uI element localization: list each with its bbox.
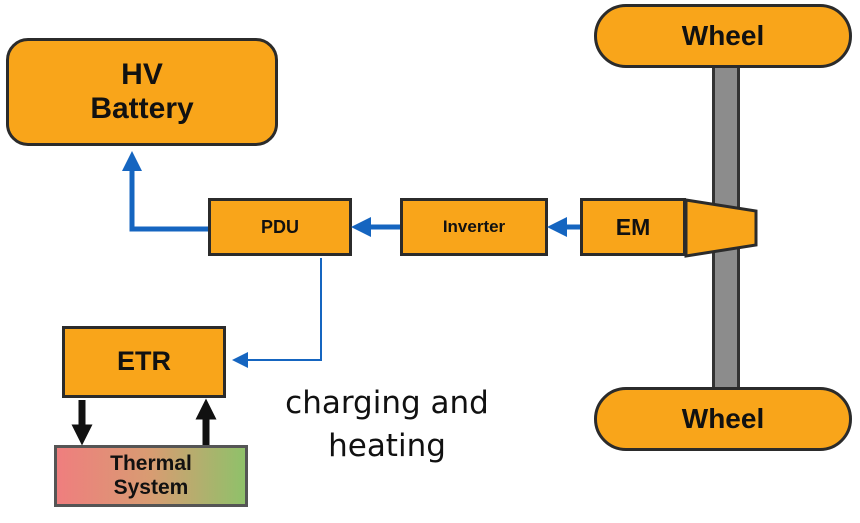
arrow-pdu-to-etr bbox=[232, 258, 322, 368]
caption-line1: charging and bbox=[285, 385, 489, 421]
em-shaft-coupling bbox=[684, 198, 758, 258]
inverter-block: Inverter bbox=[400, 198, 548, 256]
wheel-bottom-label: Wheel bbox=[681, 402, 765, 434]
wheel-bottom: Wheel bbox=[594, 387, 852, 451]
hv-battery-label-line1: HV bbox=[121, 57, 163, 91]
etr-block: ETR bbox=[62, 326, 226, 398]
caption-line2: heating bbox=[328, 427, 446, 464]
thermal-system-label-line1: Thermal bbox=[110, 451, 192, 475]
thermal-system-label-line2: System bbox=[113, 476, 189, 499]
hv-battery-block: HV Battery bbox=[6, 38, 278, 146]
wheel-top-label: Wheel bbox=[681, 19, 765, 51]
etr-label: ETR bbox=[117, 346, 171, 377]
inverter-label: Inverter bbox=[442, 217, 506, 237]
thermal-system-block: Thermal System bbox=[54, 445, 248, 507]
wheel-top: Wheel bbox=[594, 4, 852, 68]
charging-heating-caption: charging and heating bbox=[262, 382, 512, 468]
pdu-label: PDU bbox=[260, 216, 299, 237]
hv-battery-label-line2: Battery bbox=[90, 92, 194, 125]
em-block: EM bbox=[580, 198, 686, 256]
arrow-pdu-to-battery bbox=[122, 151, 208, 232]
em-label: EM bbox=[615, 213, 651, 240]
pdu-block: PDU bbox=[208, 198, 352, 256]
